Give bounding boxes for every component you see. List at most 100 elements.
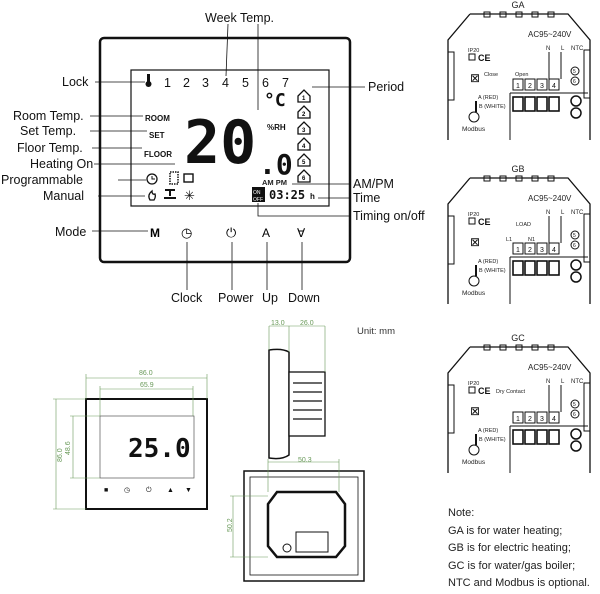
lcd-screen bbox=[130, 69, 330, 207]
panel-power: AC95~240V bbox=[528, 194, 572, 203]
terminal bbox=[524, 242, 536, 255]
manual-hand-icon bbox=[148, 189, 156, 201]
thermostat-front-main: 1 2 3 4 5 6 7 ROOM SET FLOOR 20 .0 °C %R… bbox=[98, 36, 352, 264]
callout-programmable: Programmable bbox=[1, 173, 83, 187]
side-dimension-view: 13.0 26.0 bbox=[268, 320, 326, 460]
panel-title: GA bbox=[511, 0, 524, 10]
panel-notch bbox=[483, 344, 491, 351]
dim-front-height: 86.0 bbox=[57, 448, 64, 462]
dim-screen-height: 48.6 bbox=[65, 441, 72, 455]
modbus-connector-icon bbox=[468, 111, 480, 123]
panel-ntc: NTC bbox=[571, 46, 584, 52]
dim-back-width: 50.3 bbox=[298, 457, 312, 464]
modbus-a: A (RED) bbox=[478, 95, 498, 101]
heating-on-icon bbox=[169, 171, 179, 185]
up-button[interactable]: A bbox=[262, 226, 270, 240]
panel-l: L bbox=[561, 379, 565, 385]
panel-notch bbox=[515, 11, 523, 18]
note-line: GB is for electric heating; bbox=[448, 542, 571, 554]
panel-notch bbox=[483, 11, 491, 18]
small-up-button-icon: ▲ bbox=[167, 487, 174, 494]
terminal-hole bbox=[570, 428, 582, 440]
panel-ip: IP20 bbox=[468, 381, 479, 387]
mode-button[interactable]: M bbox=[150, 226, 160, 240]
down-button[interactable]: ∀ bbox=[297, 226, 306, 240]
panel-clip bbox=[583, 213, 591, 263]
terminal-slot bbox=[536, 429, 548, 445]
weee-bin-icon: ⊠ bbox=[470, 71, 480, 85]
period-icon-4: 4 bbox=[297, 137, 311, 151]
ip-icon bbox=[468, 53, 476, 61]
panel-ip: IP20 bbox=[468, 48, 479, 54]
frost-icon: ✳ bbox=[184, 188, 195, 203]
callout-clock: Clock bbox=[171, 291, 203, 305]
panel-l: L bbox=[561, 46, 565, 52]
terminal-number: 1 bbox=[516, 247, 520, 254]
modbus-b: B (WHITE) bbox=[479, 437, 506, 443]
day-6: 6 bbox=[262, 76, 269, 90]
lcd-unit-celsius: °C bbox=[264, 90, 286, 111]
modbus-b: B (WHITE) bbox=[479, 268, 506, 274]
callout-timing: Timing on/off bbox=[353, 209, 425, 223]
modbus-connector-icon bbox=[468, 275, 480, 287]
small-mode-button-icon: ■ bbox=[104, 487, 108, 494]
terminal bbox=[524, 78, 536, 91]
svg-text:6: 6 bbox=[302, 176, 306, 182]
panel-notch bbox=[499, 344, 507, 351]
panel-extra-label: Close bbox=[484, 72, 498, 78]
panel-l: L bbox=[561, 210, 565, 216]
panel-notch bbox=[531, 344, 539, 351]
callout-mode: Mode bbox=[55, 225, 86, 239]
callout-heating-on: Heating On bbox=[30, 157, 93, 171]
terminal-number: 1 bbox=[516, 83, 520, 90]
terminal-number: 4 bbox=[552, 416, 556, 423]
terminal-slot bbox=[524, 96, 536, 112]
terminal-slot bbox=[524, 260, 536, 276]
panel-notch bbox=[483, 175, 491, 182]
programmable-clock-icon bbox=[146, 173, 158, 185]
lcd-time-suffix: h bbox=[310, 192, 315, 201]
panel-clip bbox=[447, 215, 455, 265]
lcd-set: SET bbox=[149, 131, 165, 140]
terminal-hole bbox=[570, 107, 582, 119]
period-icon-1: 1 bbox=[297, 89, 311, 103]
panel-extra-label: LOAD bbox=[516, 222, 531, 228]
dim-front-width: 86.0 bbox=[139, 370, 153, 377]
callout-lock: Lock bbox=[62, 75, 89, 89]
panel-title: GB bbox=[511, 164, 524, 174]
period-icons: 1 2 3 4 5 6 bbox=[297, 89, 311, 183]
terminal bbox=[548, 78, 560, 91]
callout-set-temp: Set Temp. bbox=[20, 124, 76, 138]
panel-notch bbox=[547, 175, 555, 182]
panel-extra-label: N1 bbox=[528, 237, 535, 243]
panel-power: AC95~240V bbox=[528, 30, 572, 39]
panel-power: AC95~240V bbox=[528, 363, 572, 372]
terminal bbox=[512, 411, 524, 424]
ip-icon bbox=[468, 217, 476, 225]
panel-clip bbox=[583, 382, 591, 432]
modbus-a: A (RED) bbox=[478, 428, 498, 434]
callout-down: Down bbox=[288, 291, 320, 305]
dim-side-body: 26.0 bbox=[300, 320, 314, 327]
terminal-number: 4 bbox=[552, 247, 556, 254]
terminal bbox=[536, 411, 548, 424]
valve-icon bbox=[164, 189, 176, 199]
power-button[interactable]: ⏻ bbox=[226, 225, 236, 240]
weee-bin-icon: ⊠ bbox=[470, 235, 480, 249]
ntc-term-5: 5 bbox=[573, 69, 576, 75]
panel-notch bbox=[499, 11, 507, 18]
wire bbox=[548, 216, 562, 243]
panel-clip bbox=[583, 49, 591, 99]
panel-notch bbox=[547, 11, 555, 18]
terminal-slot bbox=[548, 96, 560, 112]
terminal-number: 3 bbox=[540, 416, 544, 423]
callout-time: Time bbox=[353, 191, 380, 205]
terminal-hole bbox=[570, 259, 582, 271]
divider bbox=[509, 92, 588, 140]
clock-button[interactable]: ◷ bbox=[181, 225, 192, 240]
weee-bin-icon: ⊠ bbox=[470, 404, 480, 418]
lcd-on: ON bbox=[253, 190, 261, 196]
